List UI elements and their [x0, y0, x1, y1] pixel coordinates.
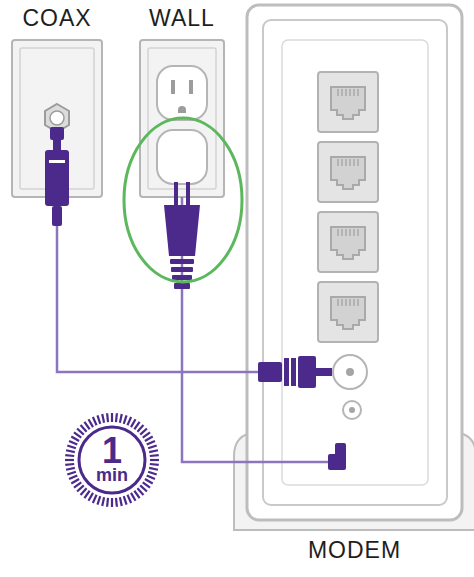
part-label: MODEM: [308, 537, 401, 563]
label-holder: MODEM: [227, 537, 474, 563]
label-holder: 1min: [64, 412, 160, 508]
highlight-oval: [124, 118, 242, 282]
wall-plate-node: COAX: [12, 40, 102, 197]
outlet-plate-node: WALL: [140, 40, 224, 197]
timer-text: 1: [102, 436, 122, 466]
label-holder: WALL: [120, 5, 244, 31]
label-holder: COAX: [0, 5, 122, 31]
part-label: COAX: [22, 5, 91, 31]
modem-power-plug: [247, 443, 346, 470]
timer-text: min: [96, 466, 128, 484]
device-node: MODEM: [247, 5, 462, 520]
modem-coax-plug: [247, 356, 332, 388]
part-label: WALL: [149, 5, 215, 31]
modem-body: [234, 5, 474, 530]
cable-line: [57, 197, 247, 372]
power-plug: [164, 182, 200, 289]
timer-badge: 1min: [64, 412, 160, 508]
coax-plug: [45, 127, 69, 226]
